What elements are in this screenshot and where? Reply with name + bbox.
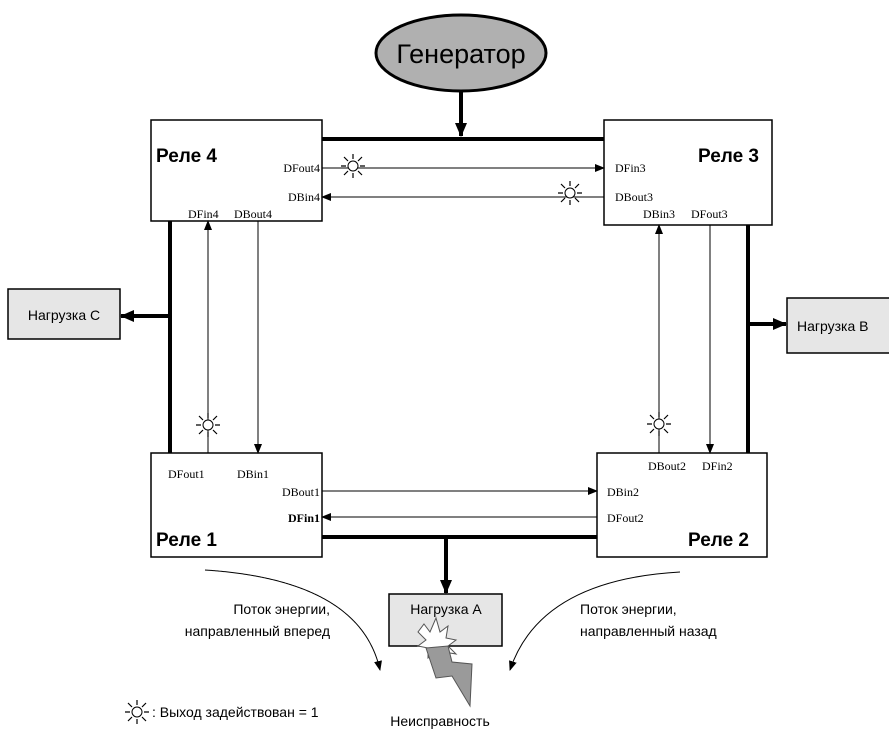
legend-active-output-icon [124,699,150,725]
active-output-icon [646,411,672,437]
forward-flow-label-1: Поток энергии, [233,601,330,617]
relay-3-port-dfin: DFin3 [615,161,646,175]
relay-2-port-dfout: DFout2 [607,511,644,525]
fault-label: Неисправность [390,713,490,729]
relay-1-box [150,452,323,558]
fault-lightning-icon [416,616,473,708]
load-c-box [7,288,121,340]
relay-3-title: Реле 3 [698,146,759,167]
forward-flow-arrow [204,569,382,671]
relay-4-port-dbout: DBout4 [234,207,272,221]
relay-1-port-dfout: DFout1 [168,467,205,481]
relay-3-box [603,119,773,226]
backward-flow-arrow [509,571,681,671]
relay-4-port-dfout: DFout4 [283,161,320,175]
relay-2-port-dfin: DFin2 [702,459,733,473]
active-output-icon [557,180,583,206]
relay-1-port-dbout: DBout1 [282,485,320,499]
relay-2-box [596,452,768,558]
backward-flow-label-1: Поток энергии, [580,601,677,617]
load-b-box [786,297,889,354]
relay-4-port-dfin: DFin4 [188,207,219,221]
active-output-icon [195,412,221,438]
relay-2-title: Реле 2 [688,530,749,551]
relay-1-port-dfin: DFin1 [288,511,320,525]
forward-flow-label-2: направленный вперед [185,623,330,639]
load-b-label: Нагрузка В [797,318,869,334]
relay-4-port-dbin: DBin4 [288,190,320,204]
relay-2-port-dbin: DBin2 [607,485,639,499]
generator-shape [374,13,548,93]
relay-2-port-dbout: DBout2 [648,459,686,473]
relay-4-title: Реле 4 [156,146,217,167]
relay-1-title: Реле 1 [156,530,217,551]
relay-3-port-dbin: DBin3 [643,207,675,221]
relay-3-port-dfout: DFout3 [691,207,728,221]
relay-3-port-dbout: DBout3 [615,190,653,204]
load-a-label: Нагрузка А [410,601,482,617]
legend-text: : Выход задействован = 1 [152,704,319,720]
relay-1-port-dbin: DBin1 [237,467,269,481]
generator: Генератор [374,13,548,93]
generator-label: Генератор [396,39,525,69]
relay-4-box [150,119,323,222]
load-c-label: Нагрузка С [28,307,100,323]
backward-flow-label-2: направленный назад [580,623,717,639]
active-output-icon [340,153,366,179]
